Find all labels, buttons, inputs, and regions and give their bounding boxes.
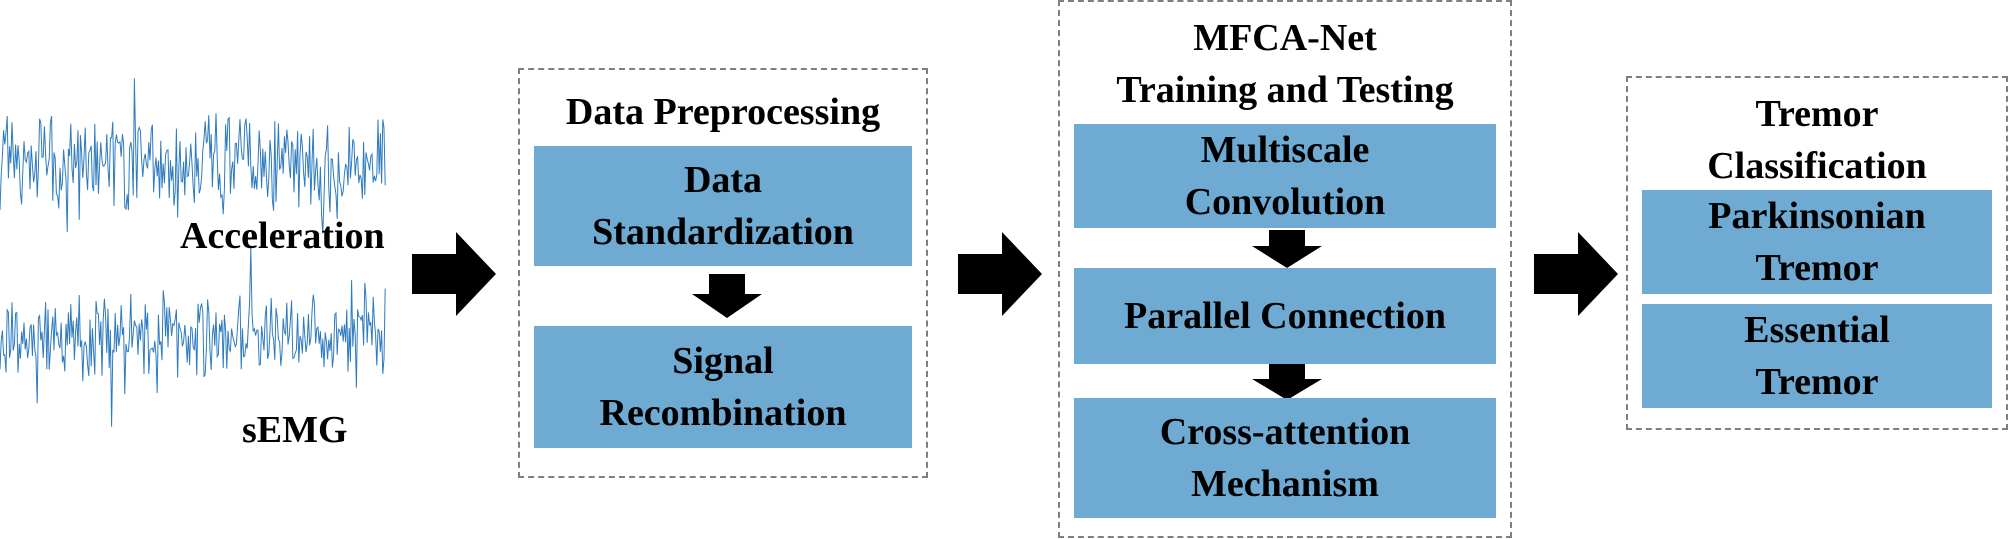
right-arrow-icon [958,232,1042,316]
data-preprocessing-panel: Data Preprocessing Data Standardization … [518,68,928,478]
signal-recombination-box: Signal Recombination [534,326,912,448]
semg-signal-waveform [0,247,386,427]
parkinsonian-tremor-box: Parkinsonian Tremor [1642,190,1992,294]
mfca-net-panel: MFCA-Net Training and Testing Multiscale… [1058,0,1512,538]
acceleration-signal-waveform [0,78,386,234]
parallel-connection-box: Parallel Connection [1074,268,1496,364]
data-preprocessing-title: Data Preprocessing [565,91,881,133]
mfca-net-title: MFCA-Net Training and Testing [1116,17,1454,111]
right-arrow-icon [412,232,496,316]
right-arrow-icon [1534,232,1618,316]
essential-tremor-box: Essential Tremor [1642,304,1992,408]
down-arrow-icon [1252,230,1322,268]
data-standardization-box: Data Standardization [534,146,912,266]
tremor-classification-panel: Tremor Classification Parkinsonian Tremo… [1626,76,2008,430]
down-arrow-icon [1252,364,1322,400]
multiscale-convolution-box: Multiscale Convolution [1074,124,1496,228]
acceleration-label: Acceleration [180,215,385,257]
cross-attention-mechanism-box: Cross-attention Mechanism [1074,398,1496,518]
down-arrow-icon [692,274,762,318]
semg-label: sEMG [242,409,348,451]
tremor-classification-title: Tremor Classification [1707,93,1927,187]
